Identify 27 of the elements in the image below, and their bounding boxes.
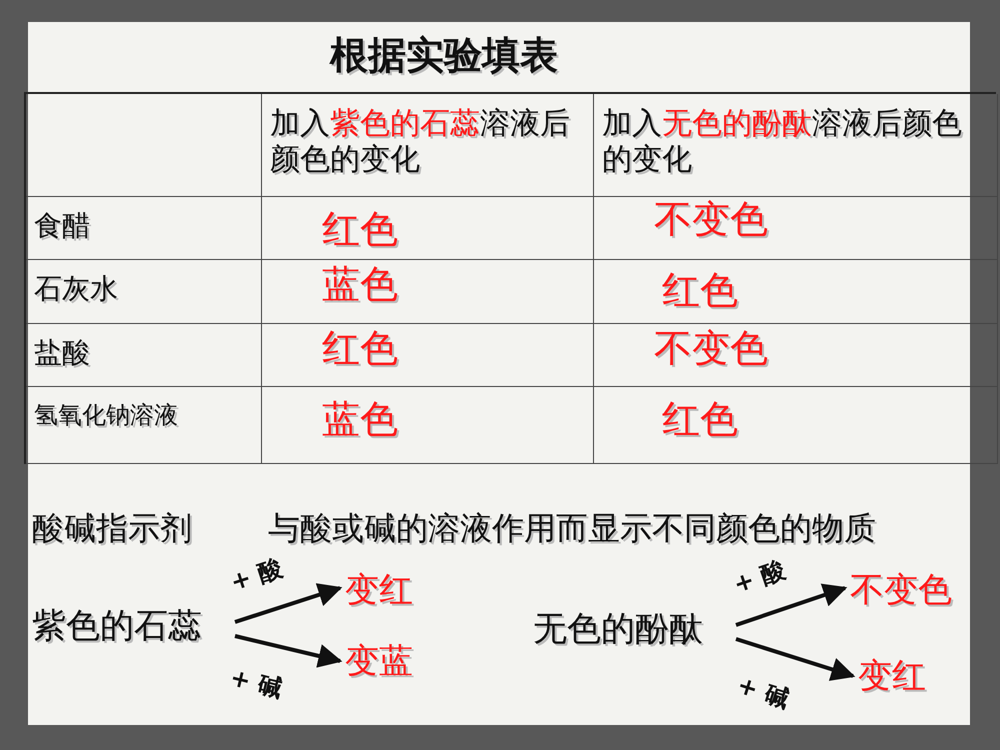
node-text: 变红 bbox=[345, 569, 413, 611]
arrow bbox=[234, 583, 342, 624]
definition-text: 与酸或碱的溶液作用而显示不同颜色的物质 bbox=[268, 508, 876, 549]
result-text: 不变色 bbox=[654, 326, 768, 372]
row-header: 食醋 bbox=[34, 209, 90, 243]
row-header: 盐酸 bbox=[34, 336, 90, 370]
result-text: 红色 bbox=[662, 268, 738, 314]
column-header: 加入紫色的石蕊溶液后颜色的变化 bbox=[270, 106, 571, 178]
column-header: 加入无色的酚酞溶液后颜色的变化 bbox=[602, 106, 963, 178]
node-text: 紫色的石蕊 bbox=[32, 605, 202, 647]
result-text: 红色 bbox=[322, 326, 398, 372]
arrow bbox=[735, 584, 848, 627]
result-text: 红色 bbox=[322, 207, 398, 253]
row-header: 氢氧化钠溶液 bbox=[34, 401, 178, 430]
result-text: 蓝色 bbox=[322, 262, 398, 308]
result-text: 蓝色 bbox=[322, 397, 398, 443]
arrow bbox=[234, 634, 342, 668]
node-text: 无色的酚酞 bbox=[533, 608, 703, 650]
arrow bbox=[735, 637, 856, 681]
result-text: 红色 bbox=[662, 397, 738, 443]
node-text: 变红 bbox=[858, 655, 926, 697]
result-text: 不变色 bbox=[654, 197, 768, 243]
node-text: 变蓝 bbox=[345, 640, 413, 682]
term-text: 酸碱指示剂 bbox=[32, 508, 192, 549]
node-text: 不变色 bbox=[850, 569, 952, 611]
row-header: 石灰水 bbox=[34, 272, 118, 306]
title: 根据实验填表 bbox=[330, 32, 558, 79]
